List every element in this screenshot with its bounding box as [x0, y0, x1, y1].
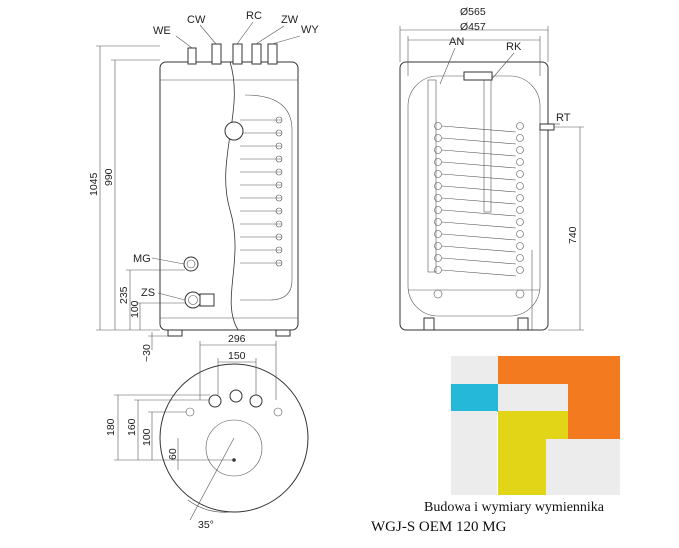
label-wy: WY [301, 24, 319, 36]
tank-body-section [399, 61, 549, 331]
dim-100: 100 [141, 428, 153, 446]
logo-yellow-bottom [498, 439, 546, 495]
logo-yellow-top [498, 411, 568, 439]
label-zs: ZS [141, 287, 155, 299]
zs-port [184, 291, 202, 309]
anode-rod [427, 79, 437, 273]
dim-d457: Ø457 [460, 21, 486, 33]
label-an: AN [449, 36, 464, 48]
side-view: WE CW RC ZW WY MG ZS 1045 990 235 100 ~3… [88, 10, 319, 362]
dim-160: 160 [126, 418, 138, 436]
plan-port-3 [249, 394, 263, 408]
rt-sensor [539, 123, 555, 131]
anode-port [224, 121, 244, 141]
dim-1045: 1045 [88, 172, 100, 196]
pipe-cw [211, 43, 222, 65]
pipe-rc [232, 43, 243, 65]
label-cw: CW [187, 14, 206, 26]
plan-port-1 [208, 394, 222, 408]
label-mg: MG [133, 253, 151, 265]
pipe-we [187, 47, 197, 65]
logo-orange-top [498, 356, 620, 384]
label-rk: RK [506, 41, 522, 53]
dim-990: 990 [103, 168, 115, 186]
coil-side [240, 116, 283, 267]
caption-title: Budowa i wymiary wymiennika [424, 500, 605, 515]
label-rt: RT [556, 112, 571, 124]
section-view: Ø565 Ø457 AN RK RT 740 [399, 6, 584, 331]
mg-port [183, 256, 199, 272]
dim-100-side: 100 [129, 300, 141, 318]
plan-view: 296 150 180 160 100 60 35° [105, 333, 309, 531]
cutaway-edge [225, 61, 239, 331]
inner-circle [205, 419, 263, 477]
dim-740: 740 [567, 226, 579, 244]
label-zw: ZW [281, 14, 299, 26]
dim-60: 60 [167, 448, 179, 460]
coil-section [434, 122, 524, 277]
company-logo [451, 356, 620, 495]
dim-d565: Ø565 [460, 6, 486, 18]
label-we: WE [153, 25, 171, 37]
dim-150: 150 [228, 350, 246, 362]
plan-port-2 [229, 389, 243, 403]
caption-model: WGJ-S OEM 120 MG [371, 519, 507, 535]
dim-angle-35: 35° [198, 519, 214, 531]
logo-orange-right [568, 384, 620, 439]
dim-180: 180 [105, 418, 117, 436]
logo-cyan [451, 384, 499, 412]
tank-body-side [159, 61, 299, 331]
pipe-wy [267, 43, 278, 65]
dim-296: 296 [228, 333, 246, 345]
label-rc: RC [246, 10, 262, 22]
dim-235: 235 [118, 286, 130, 304]
dim-30: ~30 [141, 344, 153, 362]
pipe-zw [251, 43, 262, 65]
